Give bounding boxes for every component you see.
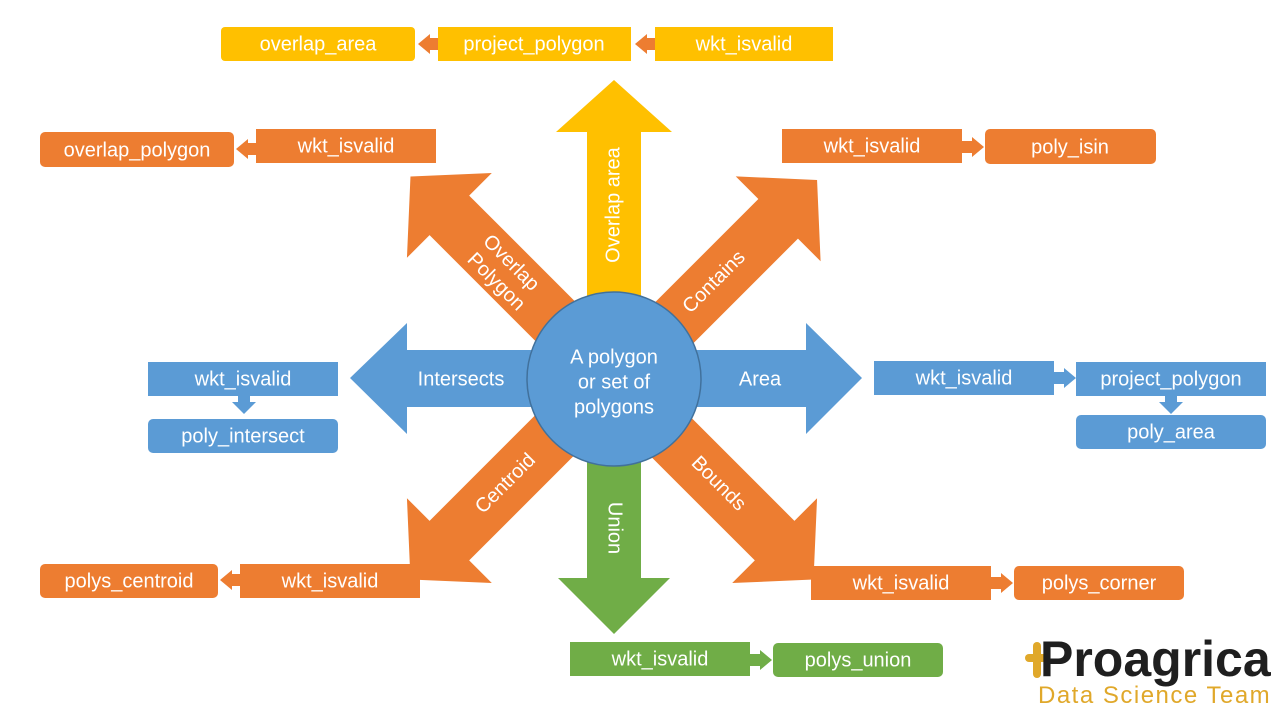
fn-polys-corner: polys_corner xyxy=(1042,572,1157,594)
bounds-chain: wkt_isvalid polys_corner xyxy=(811,566,1184,600)
fn-polys-centroid: polys_centroid xyxy=(65,570,194,592)
arrow-left-icon xyxy=(236,139,256,159)
arrow-right-icon xyxy=(991,573,1013,593)
arrow-left-icon xyxy=(418,34,438,54)
logo-mark-icon xyxy=(1025,642,1047,678)
arrow-down-icon xyxy=(1159,396,1183,414)
logo-word: Proagrica xyxy=(1040,631,1271,687)
fn-wkt-isvalid: wkt_isvalid xyxy=(611,648,709,670)
fn-wkt-isvalid: wkt_isvalid xyxy=(695,33,793,55)
center-label-line1: A polygon xyxy=(570,346,658,368)
fn-poly-area: poly_area xyxy=(1127,421,1216,443)
overlap-polygon-chain: overlap_polygon wkt_isvalid xyxy=(40,129,436,167)
union-arrow: Union xyxy=(558,440,670,634)
fn-wkt-isvalid: wkt_isvalid xyxy=(915,367,1013,389)
fn-poly-isin: poly_isin xyxy=(1031,136,1109,158)
fn-wkt-isvalid: wkt_isvalid xyxy=(297,135,395,157)
arrow-left-icon xyxy=(220,570,240,590)
fn-poly-intersect: poly_intersect xyxy=(181,425,305,447)
area-chain: wkt_isvalid project_polygon poly_area xyxy=(874,361,1266,449)
fn-project-polygon: project_polygon xyxy=(1100,368,1241,390)
arrow-right-icon xyxy=(1054,368,1076,388)
centroid-chain: polys_centroid wkt_isvalid xyxy=(40,564,420,598)
arrow-left-icon xyxy=(635,34,655,54)
intersects-arrow-label: Intersects xyxy=(418,368,505,390)
fn-wkt-isvalid: wkt_isvalid xyxy=(281,570,379,592)
fn-polys-union: polys_union xyxy=(805,649,912,671)
contains-chain: wkt_isvalid poly_isin xyxy=(782,129,1156,164)
center-label-line3: polygons xyxy=(574,396,654,418)
arrow-right-icon xyxy=(962,137,984,157)
fn-project-polygon: project_polygon xyxy=(463,33,604,55)
union-arrow-label: Union xyxy=(604,502,626,554)
proagrica-logo: Proagrica Data Science Team xyxy=(1024,631,1274,716)
fn-wkt-isvalid: wkt_isvalid xyxy=(852,572,950,594)
overlap-area-arrow: Overlap area xyxy=(556,80,672,330)
area-arrow-label: Area xyxy=(739,368,782,390)
logo-subtitle: Data Science Team xyxy=(1038,682,1272,709)
arrow-down-icon xyxy=(232,396,256,414)
center-label-line2: or set of xyxy=(578,371,651,393)
arrow-right-icon xyxy=(750,650,772,670)
fn-overlap-area: overlap_area xyxy=(260,33,378,55)
union-chain: wkt_isvalid polys_union xyxy=(570,642,943,677)
fn-wkt-isvalid: wkt_isvalid xyxy=(194,368,292,390)
area-arrow: Area xyxy=(680,323,862,434)
intersects-arrow: Intersects xyxy=(350,323,545,434)
overlap-area-chain: overlap_area project_polygon wkt_isvalid xyxy=(221,27,833,61)
center-node: A polygon or set of polygons xyxy=(526,291,702,467)
fn-overlap-polygon: overlap_polygon xyxy=(64,139,211,161)
intersects-chain: wkt_isvalid poly_intersect xyxy=(148,362,338,453)
overlap-area-arrow-label: Overlap area xyxy=(602,146,624,262)
fn-wkt-isvalid: wkt_isvalid xyxy=(823,135,921,157)
